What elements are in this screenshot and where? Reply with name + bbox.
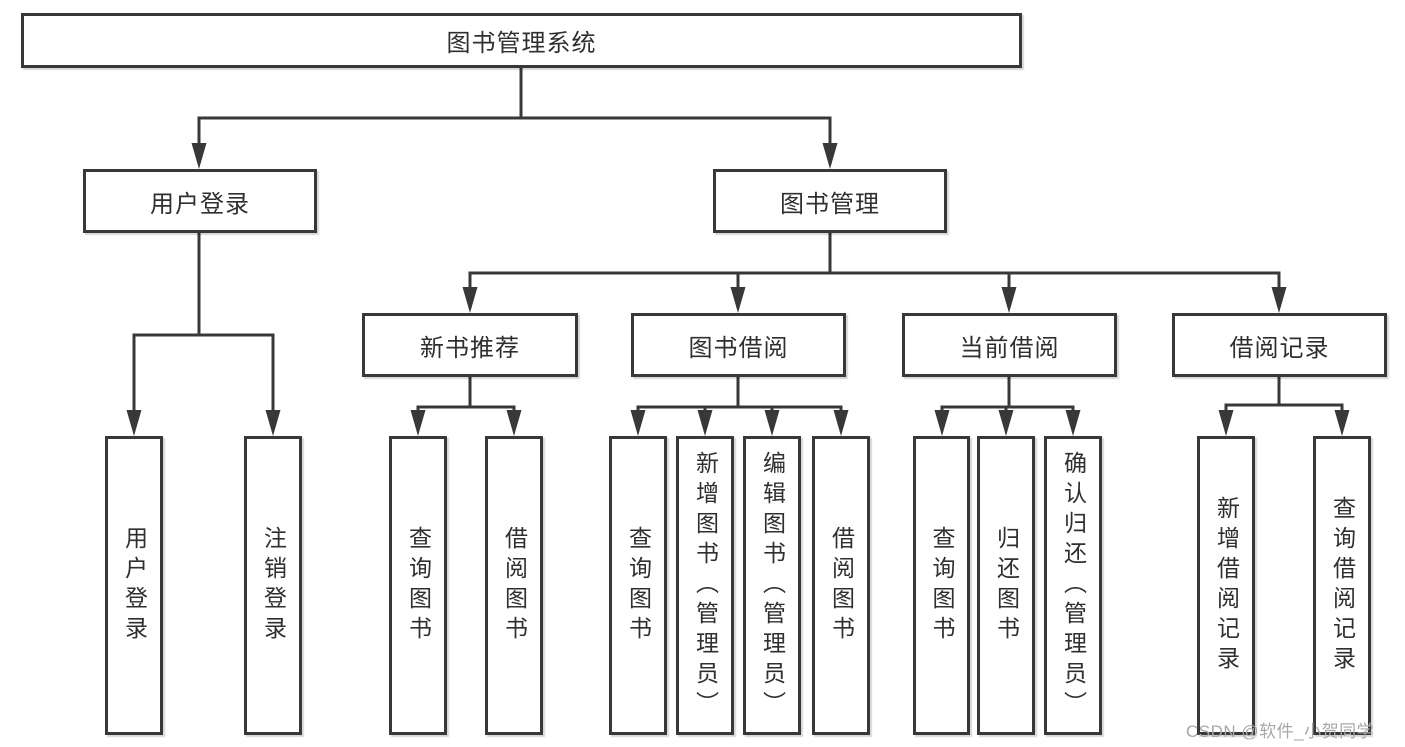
leaf-label: 归还图书 (993, 525, 1020, 646)
arrowhead (998, 410, 1014, 436)
leaf-query-borrow-record: 查询借阅记录 (1313, 436, 1371, 735)
leaf-label: 查询图书 (405, 525, 432, 646)
leaf-label: 查询图书 (929, 525, 955, 646)
leaf-label: 注销登录 (260, 525, 287, 646)
arrowhead (833, 410, 849, 436)
arrowhead (822, 143, 838, 169)
leaf-query-books-current: 查询图书 (913, 436, 970, 735)
arrowhead (764, 410, 780, 436)
node-user-login: 用户登录 (83, 169, 317, 233)
tree-edges (132, 66, 1344, 414)
node-label: 图书管理系统 (446, 30, 597, 57)
watermark: CSDN @软件_小贺同学 (1186, 722, 1375, 741)
arrowhead (934, 410, 950, 436)
arrowhead (410, 410, 426, 436)
leaf-add-borrow-record: 新增借阅记录 (1197, 436, 1255, 735)
leaf-add-books-admin: 新增图书（管理员） (676, 436, 734, 735)
node-label: 借阅记录 (1229, 334, 1330, 362)
node-book-management: 图书管理 (713, 169, 947, 233)
leaf-label: 查询借阅记录 (1329, 495, 1356, 676)
leaf-label: 查询图书 (625, 525, 652, 646)
node-label: 当前借阅 (959, 334, 1060, 362)
arrowhead (1334, 410, 1350, 436)
leaf-label: 编辑图书（管理员） (759, 450, 786, 721)
node-label: 图书借阅 (688, 334, 789, 362)
leaf-label: 新增借阅记录 (1213, 495, 1240, 676)
arrowhead (730, 287, 746, 313)
leaf-logout: 注销登录 (244, 436, 302, 735)
node-library-management-system: 图书管理系统 (21, 13, 1022, 68)
leaf-label: 新增图书（管理员） (692, 450, 719, 721)
arrowhead (462, 287, 478, 313)
leaf-query-books-recommend: 查询图书 (389, 436, 447, 735)
node-label: 新书推荐 (420, 334, 520, 362)
arrowhead (265, 410, 281, 436)
leaf-query-books-borrowing: 查询图书 (609, 436, 667, 735)
arrowhead (1271, 287, 1287, 313)
leaf-borrow-books-borrowing: 借阅图书 (812, 436, 870, 735)
arrowhead (630, 410, 646, 436)
node-label: 用户登录 (150, 190, 250, 218)
leaf-confirm-return-admin: 确认归还（管理员） (1044, 436, 1102, 735)
node-label: 图书管理 (780, 190, 880, 218)
leaf-label: 借阅图书 (501, 525, 528, 646)
leaf-label: 用户登录 (121, 525, 148, 646)
node-new-book-recommendation: 新书推荐 (362, 313, 578, 377)
leaf-borrow-books-recommend: 借阅图书 (485, 436, 543, 735)
node-current-borrowing: 当前借阅 (902, 313, 1117, 377)
arrowhead (1001, 287, 1017, 313)
leaf-label: 确认归还（管理员） (1060, 450, 1087, 721)
node-book-borrowing: 图书借阅 (631, 313, 846, 377)
node-borrowing-records: 借阅记录 (1172, 313, 1387, 377)
arrowhead (506, 410, 522, 436)
arrowhead (1065, 410, 1081, 436)
arrowhead (126, 410, 142, 436)
leaf-edit-books-admin: 编辑图书（管理员） (743, 436, 801, 735)
arrowhead (191, 143, 207, 169)
leaf-return-books: 归还图书 (977, 436, 1035, 735)
leaf-user-login: 用户登录 (105, 436, 163, 735)
leaf-label: 借阅图书 (828, 525, 855, 646)
arrowhead (1218, 410, 1234, 436)
arrowhead (697, 410, 713, 436)
